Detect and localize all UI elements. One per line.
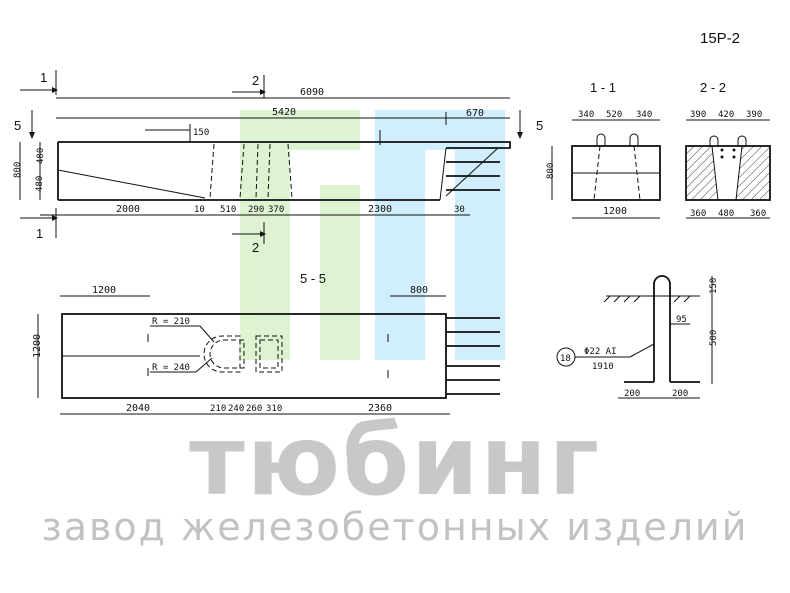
cut-5-right-label: 5: [536, 118, 543, 133]
section-1-1-title: 1 - 1: [590, 80, 616, 95]
plan-view: 1 1 2 2 5 5 6090 5420 670 150: [13, 70, 543, 255]
loop-dim-foot-right: 200: [672, 389, 688, 399]
sec5-dim-seg-c: 260: [246, 404, 262, 414]
cut-1-bottom-label: 1: [36, 226, 43, 241]
sec1-dim-a: 340: [578, 110, 594, 120]
sec1-dim-c: 340: [636, 110, 652, 120]
loop-bar: Φ22 АI: [584, 347, 617, 357]
sec5-dim-right-top: 800: [410, 285, 428, 296]
sec5-radius-2: R = 240: [152, 363, 190, 373]
dim-overall: 6090: [300, 87, 324, 98]
loop-bar-length: 1910: [592, 362, 614, 372]
dim-seg-left: 2000: [116, 204, 140, 215]
sec2-dim-d: 360: [690, 209, 706, 219]
section-2-2: 2 - 2 390 420 390 360 480 360: [685, 80, 771, 219]
section-2-2-title: 2 - 2: [700, 80, 726, 95]
dim-seg-d: 370: [268, 205, 284, 215]
cut-2-top-label: 2: [252, 73, 259, 88]
dim-seg-c: 290: [248, 205, 264, 215]
sec5-dim-height: 1200: [32, 334, 43, 358]
sec5-dim-left-top: 1200: [92, 285, 116, 296]
sec1-dim-width: 1200: [603, 206, 627, 217]
dim-h-total: 800: [13, 162, 23, 178]
loop-detail: 95 150 500 18 Φ22 АI 1910 200 200: [556, 275, 719, 399]
sheet-code: 15Р-2: [700, 30, 741, 47]
cut-1-top-label: 1: [40, 70, 47, 85]
section-1-1: 1 - 1 340 520 340 800 1200: [546, 80, 661, 219]
brand-subtitle: завод железобетонных изделий: [41, 505, 749, 549]
loop-dim-height: 500: [709, 330, 719, 346]
loop-callout: 18: [560, 354, 571, 364]
sec1-dim-height: 800: [546, 163, 556, 179]
dim-seg-b: 510: [220, 205, 236, 215]
dim-seg-a: 10: [194, 205, 205, 215]
dim-end: 670: [466, 108, 484, 119]
sec5-radius-1: R = 210: [152, 317, 190, 327]
dim-inner: 5420: [272, 107, 296, 118]
dim-seg-end: 30: [454, 205, 465, 215]
loop-dim-offset: 95: [676, 315, 687, 325]
loop-dim-foot-left: 200: [624, 389, 640, 399]
sec1-dim-b: 520: [606, 110, 622, 120]
dim-h-upper: 480: [36, 148, 46, 164]
cut-2-bottom-label: 2: [252, 240, 259, 255]
loop-dim-top: 150: [709, 278, 719, 294]
section-5-5-title: 5 - 5: [300, 271, 326, 286]
cut-5-left-label: 5: [14, 118, 21, 133]
sec5-dim-seg-d: 310: [266, 404, 282, 414]
sec2-dim-f: 360: [750, 209, 766, 219]
section-5-5: 5 - 5 1200 800 R = 210 R = 240 1200 2040: [32, 271, 500, 415]
sec2-dim-a: 390: [690, 110, 706, 120]
sec5-dim-seg-a: 210: [210, 404, 226, 414]
brand-name: тюбинг: [189, 405, 601, 517]
sec2-dim-e: 480: [718, 209, 734, 219]
sec2-dim-c: 390: [746, 110, 762, 120]
sec5-dim-seg-b: 240: [228, 404, 244, 414]
sec5-dim-seg-left: 2040: [126, 403, 150, 414]
dim-seg-right: 2300: [368, 204, 392, 215]
sec2-dim-b: 420: [718, 110, 734, 120]
watermark-logo: [240, 110, 505, 360]
dim-h-lower: 480: [35, 176, 45, 192]
sec5-dim-seg-right: 2360: [368, 403, 392, 414]
dim-top-small: 150: [193, 128, 209, 138]
